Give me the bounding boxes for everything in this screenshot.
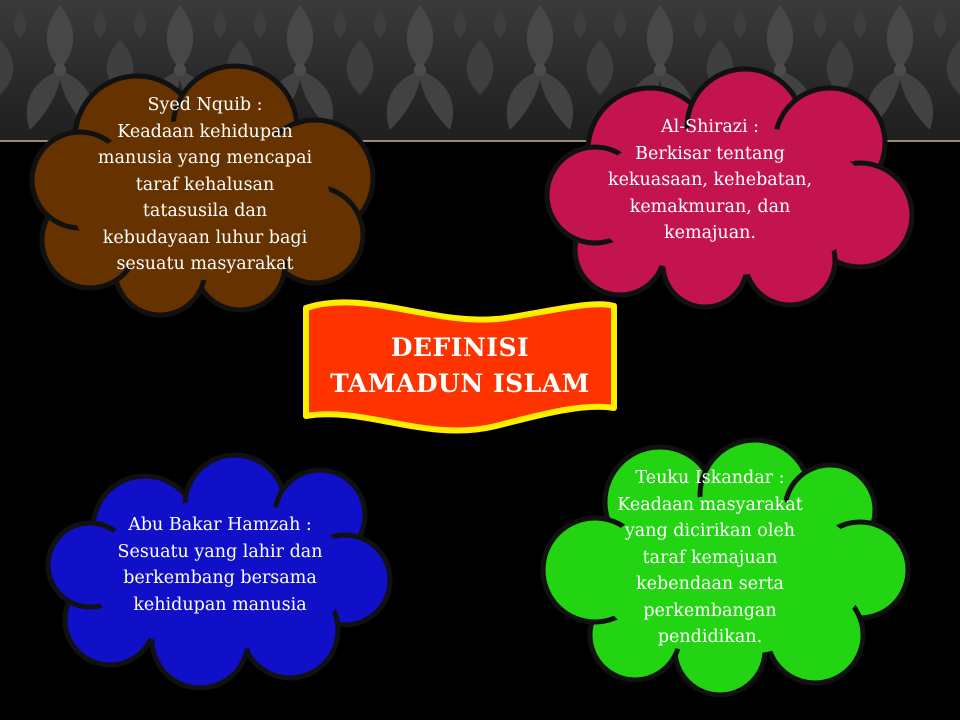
cloud-line: Syed Nquib : (147, 95, 263, 116)
cloud-shape (544, 66, 915, 310)
cloud-line: Keadaan masyarakat (617, 494, 803, 515)
definition-cloud-al-shirazi: Al-Shirazi : Berkisar tentang kekuasaan,… (540, 65, 920, 310)
cloud-line: kekuasaan, kehebatan, (607, 170, 813, 191)
cloud-text-teuku-iskandar: Teuku Iskandar : Keadaan masyarakat yang… (580, 458, 840, 658)
cloud-line: kemajuan. (664, 223, 756, 244)
cloud-text-syed-nquib: Syed Nquib : Keadaan kehidupan manusia y… (65, 85, 345, 285)
cloud-line: Teuku Iskandar : (635, 468, 785, 489)
cloud-line: manusia yang mencapai (97, 148, 313, 169)
cloud-line: taraf kemajuan (642, 547, 778, 568)
title-flag-text: DEFINISI TAMADUN ISLAM (310, 330, 610, 402)
cloud-line: kebudayaan luhur bagi (102, 227, 308, 248)
cloud-line: yang dicirikan oleh (624, 521, 796, 542)
cloud-shape (29, 63, 376, 318)
cloud-line: perkembangan (643, 600, 777, 621)
definition-cloud-abu-bakar-hamzah: Abu Bakar Hamzah : Sesuatu yang lahir da… (40, 450, 400, 691)
header-divider (0, 140, 960, 142)
title-line-1: DEFINISI (390, 333, 530, 362)
cloud-line: Abu Bakar Hamzah : (128, 515, 312, 535)
cloud-shape (45, 452, 393, 691)
cloud-line: Sesuatu yang lahir dan (117, 541, 323, 562)
cloud-line: Al-Shirazi : (660, 117, 760, 138)
definition-cloud-syed-nquib: Syed Nquib : Keadaan kehidupan manusia y… (25, 60, 385, 318)
cloud-line: pendidikan. (657, 627, 763, 648)
cloud-line: kehidupan manusia (133, 594, 307, 615)
cloud-line: kemakmuran, dan (629, 196, 791, 217)
cloud-line: taraf kehalusan (135, 174, 275, 195)
cloud-line: kebendaan serta (636, 574, 784, 595)
cloud-shape (540, 437, 911, 698)
cloud-line: berkembang bersama (123, 568, 317, 588)
cloud-text-abu-bakar-hamzah: Abu Bakar Hamzah : Sesuatu yang lahir da… (70, 510, 370, 620)
cloud-line: Berkisar tentang (635, 143, 785, 164)
title-line-2: TAMADUN ISLAM (330, 369, 590, 398)
definition-cloud-teuku-iskandar: Teuku Iskandar : Keadaan masyarakat yang… (540, 437, 911, 698)
title-flag-banner (303, 299, 617, 434)
cloud-line: tatasusila dan (142, 201, 268, 222)
cloud-line: Keadaan kehidupan (117, 121, 293, 142)
cloud-text-al-shirazi: Al-Shirazi : Berkisar tentang kekuasaan,… (590, 113, 830, 248)
cloud-line: sesuatu masyarakat (116, 254, 294, 275)
